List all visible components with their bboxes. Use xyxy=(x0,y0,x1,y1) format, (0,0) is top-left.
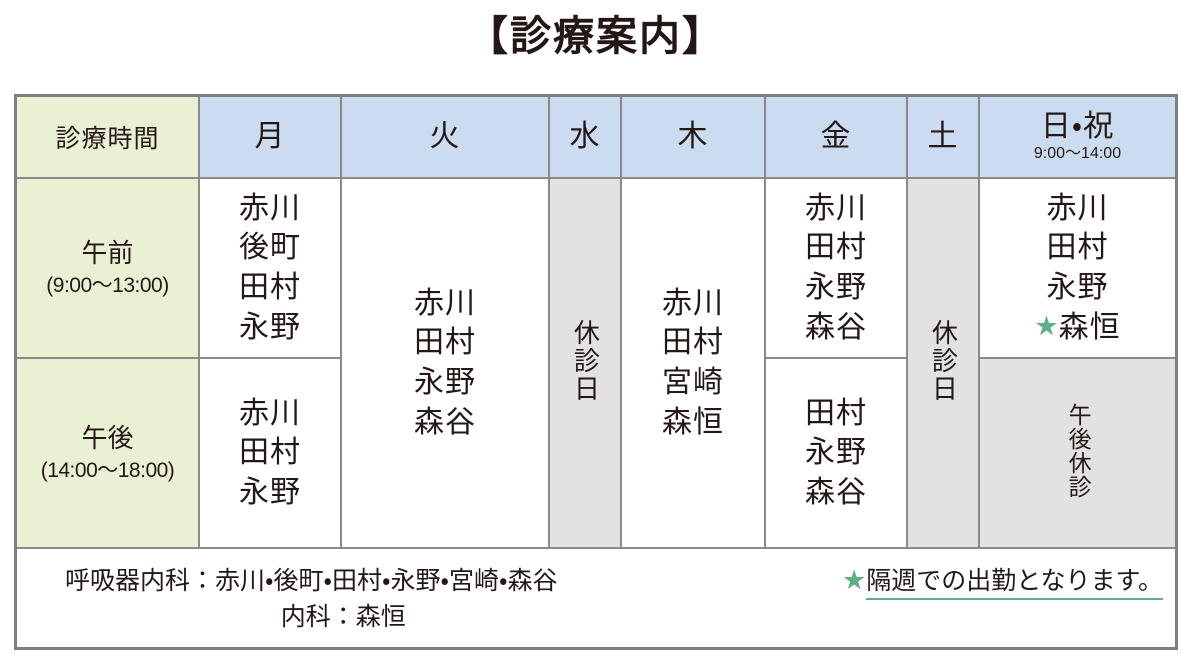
doctor-name: 森谷 xyxy=(414,405,476,439)
header-day-mon-label: 月 xyxy=(254,120,286,154)
header-day-wed: 水 xyxy=(548,97,622,179)
cell-wed-closed: 休診日 xyxy=(548,177,622,549)
doctor-name: 永野 xyxy=(239,475,301,509)
row-label-afternoon-title: 午後 xyxy=(81,422,134,453)
row-label-morning-hours: (9:00～13:00) xyxy=(46,274,169,297)
doctor-name: 赤川 xyxy=(414,286,476,320)
doctor-list: 赤川 後町 田村 永野 xyxy=(200,189,340,347)
doctor-name: 田村 xyxy=(805,396,867,430)
doctor-name: 森恒 xyxy=(1058,310,1121,344)
cell-sun-afternoon-closed: 午後休診 xyxy=(978,357,1175,549)
star-icon: ★ xyxy=(1034,310,1060,341)
header-day-tue-label: 火 xyxy=(429,120,461,154)
header-day-sat-label: 土 xyxy=(927,120,959,154)
table-footer-row: 呼吸器内科：赤川・後町・田村・永野・宮崎・森谷 内科：森恒 ★ 隔週での出勤とな… xyxy=(17,547,1175,647)
doctor-list: 赤川 田村 永野 森谷 xyxy=(766,189,906,347)
doctor-name: 田村 xyxy=(239,271,301,304)
cell-tue-allday: 赤川 田村 永野 森谷 xyxy=(340,177,550,549)
doctor-name: 永野 xyxy=(805,271,867,304)
header-day-thu-label: 木 xyxy=(677,120,709,154)
row-label-afternoon-hours: (14:00～18:00) xyxy=(40,459,175,482)
header-day-sun: 日・祝 9:00～14:00 xyxy=(978,97,1175,179)
doctor-list: 赤川 田村 永野 xyxy=(200,394,340,513)
header-day-fri-label: 金 xyxy=(820,120,852,154)
closed-label: 午後休診 xyxy=(1065,402,1092,499)
doctor-name: 永野 xyxy=(805,436,867,470)
doctor-name: 田村 xyxy=(662,326,724,360)
header-day-mon: 月 xyxy=(198,97,342,179)
doctor-name: 森谷 xyxy=(805,475,867,509)
header-day-sun-label: 日・祝 xyxy=(1040,110,1115,144)
row-label-morning-title: 午前 xyxy=(81,237,134,268)
table-header-row: 診療時間 月 火 水 木 金 xyxy=(17,97,1175,179)
table-row-afternoon: 午後 (14:00～18:00) 赤川 田村 永野 田村 永野 xyxy=(17,357,1175,549)
row-label-morning: 午前 (9:00～13:00) xyxy=(17,177,200,359)
cell-mon-afternoon: 赤川 田村 永野 xyxy=(198,357,342,549)
biweekly-note: ★ 隔週での出勤となります。 xyxy=(842,561,1163,600)
schedule-table: 診療時間 月 火 水 木 金 xyxy=(17,97,1175,647)
cell-sun-morning: 赤川 田村 永野 ★森恒 xyxy=(978,177,1175,359)
header-day-tue: 火 xyxy=(340,97,550,179)
doctor-name: 宮崎 xyxy=(662,366,724,399)
header-time-label: 診療時間 xyxy=(17,97,200,179)
doctor-name: 永野 xyxy=(239,310,301,344)
doctor-name: 赤川 xyxy=(1046,191,1109,225)
schedule-table-container: 診療時間 月 火 水 木 金 xyxy=(14,94,1178,650)
cell-fri-morning: 赤川 田村 永野 森谷 xyxy=(764,177,908,359)
biweekly-note-text: 隔週での出勤となります。 xyxy=(866,561,1163,600)
header-day-sun-hours: 9:00～14:00 xyxy=(1033,144,1122,162)
star-icon: ★ xyxy=(842,565,867,595)
doctor-name: 森恒 xyxy=(662,405,724,439)
cell-mon-morning: 赤川 後町 田村 永野 xyxy=(198,177,342,359)
doctor-name: 田村 xyxy=(1046,231,1109,265)
doctor-list: 赤川 田村 永野 森谷 xyxy=(342,284,548,442)
footer-cell: 呼吸器内科：赤川・後町・田村・永野・宮崎・森谷 内科：森恒 ★ 隔週での出勤とな… xyxy=(17,547,1175,647)
header-day-fri: 金 xyxy=(764,97,908,179)
department-list: 呼吸器内科：赤川・後町・田村・永野・宮崎・森谷 内科：森恒 xyxy=(65,563,558,636)
cell-thu-allday: 赤川 田村 宮崎 森恒 xyxy=(620,177,766,549)
doctor-name: 田村 xyxy=(805,231,867,265)
footer-content: 呼吸器内科：赤川・後町・田村・永野・宮崎・森谷 内科：森恒 ★ 隔週での出勤とな… xyxy=(17,549,1175,647)
department-internal: 内科：森恒 xyxy=(280,603,406,632)
doctor-name: 永野 xyxy=(414,366,476,399)
doctor-list: 赤川 田村 永野 ★森恒 xyxy=(980,189,1175,347)
doctor-list: 田村 永野 森谷 xyxy=(766,394,906,513)
cell-sat-closed: 休診日 xyxy=(906,177,980,549)
doctor-name-biweekly: ★森恒 xyxy=(980,308,1175,348)
doctor-name: 赤川 xyxy=(805,191,867,225)
doctor-list: 赤川 田村 宮崎 森恒 xyxy=(622,284,764,442)
header-day-thu: 木 xyxy=(620,97,766,179)
doctor-name: 赤川 xyxy=(662,286,724,320)
doctor-name: 赤川 xyxy=(239,396,301,430)
doctor-name: 田村 xyxy=(414,326,476,360)
closed-label: 休診日 xyxy=(570,318,601,403)
header-day-wed-label: 水 xyxy=(569,120,601,154)
doctor-name: 後町 xyxy=(239,231,301,265)
doctor-name: 田村 xyxy=(239,436,301,470)
page-title: 【診療案内】 xyxy=(467,13,725,59)
doctor-name: 森谷 xyxy=(805,310,867,344)
header-day-sat: 土 xyxy=(906,97,980,179)
row-label-afternoon: 午後 (14:00～18:00) xyxy=(17,357,200,549)
department-respiratory: 呼吸器内科：赤川・後町・田村・永野・宮崎・森谷 xyxy=(65,567,558,595)
doctor-name: 永野 xyxy=(1046,271,1109,304)
closed-label: 休診日 xyxy=(928,318,959,403)
doctor-name: 赤川 xyxy=(239,191,301,225)
table-row-morning: 午前 (9:00～13:00) 赤川 後町 田村 永野 赤川 xyxy=(17,177,1175,549)
cell-fri-afternoon: 田村 永野 森谷 xyxy=(764,357,908,549)
